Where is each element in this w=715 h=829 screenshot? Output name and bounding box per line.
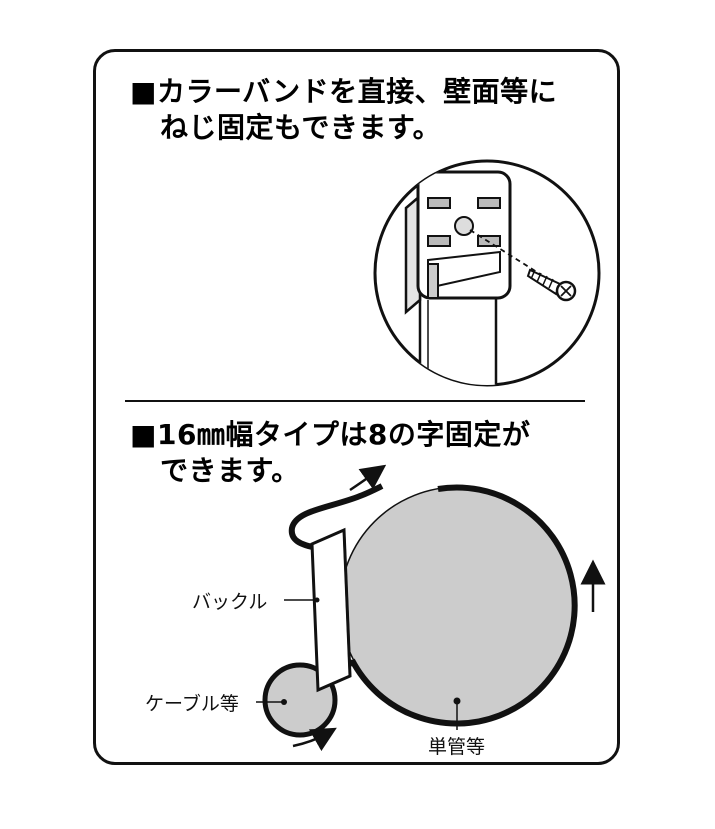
section2-heading-line1: ■16㎜幅タイプは8の字固定が	[130, 418, 531, 451]
figure-eight-illustration: バックル ケーブル等 単管等	[145, 464, 606, 758]
screw-detail-illustration	[373, 159, 601, 387]
buckle-slot	[427, 235, 451, 247]
screw-hole	[454, 216, 474, 236]
section1-heading-line2: ねじ固定もできます。	[160, 111, 442, 144]
instruction-card	[93, 49, 620, 765]
arrow-rotate-cable	[292, 727, 337, 752]
screw-guide-line	[469, 229, 541, 275]
band-around-pipe	[349, 484, 578, 727]
section1-heading-line1: ■カラーバンドを直接、壁面等に	[130, 75, 558, 108]
screw-icon	[526, 268, 577, 302]
label-pipe: 単管等	[428, 736, 485, 758]
band-free-end	[288, 483, 384, 551]
arrow-band-pull	[349, 464, 387, 492]
label-buckle: バックル	[192, 591, 267, 613]
buckle-slot	[477, 197, 501, 209]
section-divider	[125, 400, 585, 402]
buckle-slot	[427, 197, 451, 209]
label-cable: ケーブル等	[145, 692, 239, 715]
section2-heading-line2: できます。	[160, 454, 300, 487]
